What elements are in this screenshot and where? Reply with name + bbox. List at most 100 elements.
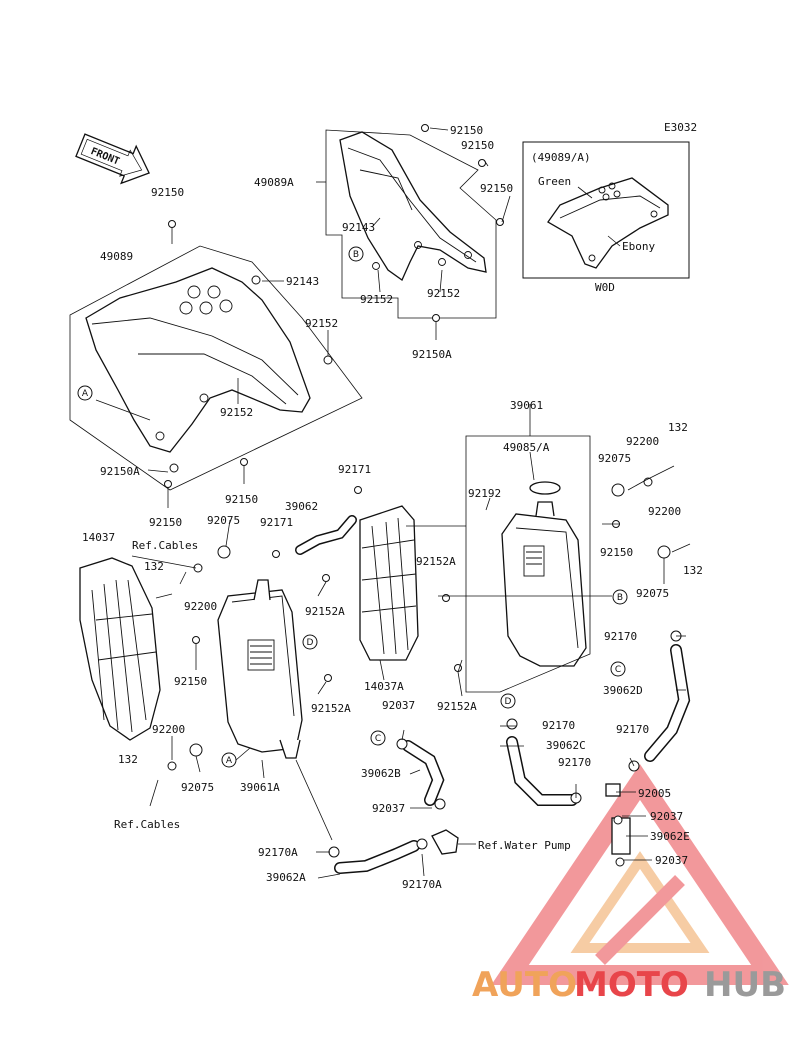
part-label: 92152 [305,317,338,330]
ref-cables-top: Ref.Cables [132,539,198,552]
part-label: 92150 [151,186,184,199]
part-label: 92152A [437,700,477,713]
part-label: 49089 [100,250,133,263]
svg-text:B: B [617,593,623,603]
part-label: 39061A [240,781,280,794]
svg-text:MOTO: MOTO [574,965,689,1005]
callout-d-hose: D [500,693,516,709]
part-label: 92037 [372,802,405,815]
part-label: 92037 [655,854,688,867]
part-label: 92150 [149,516,182,529]
part-label: 92170 [604,630,637,643]
part-label: 39062C [546,739,586,752]
callout-c-hose: C [370,730,386,746]
part-label: 92150 [480,182,513,195]
part-label: 92075 [207,514,240,527]
part-label: 92152A [305,605,345,618]
part-label: 14037 [82,531,115,544]
radiator-39061 [465,435,591,693]
radiator-guard-14037a [359,505,419,661]
svg-text:C: C [615,665,621,675]
part-label: 92171 [260,516,293,529]
svg-text:A: A [226,756,233,766]
svg-text:C: C [375,734,381,744]
shroud-49089a [325,129,497,319]
svg-text:AUTO: AUTO [472,965,577,1005]
callout-a-bottom: A [221,752,237,768]
color-inset-box: (49089/A) Green Ebony W0D [522,141,690,294]
part-label: 92143 [342,221,375,234]
part-label: 92150 [461,139,494,152]
part-label: 92152A [311,702,351,715]
svg-text:A: A [82,389,89,399]
part-label: 39062B [361,767,401,780]
callout-c-right: C [610,661,626,677]
radiator-39061a [217,579,303,759]
part-label: 92152 [220,406,253,419]
ref-water-pump: Ref.Water Pump [478,839,571,852]
callout-a-left: A [77,385,93,401]
part-label: 92170 [542,719,575,732]
part-label: 39062D [603,684,643,697]
fasteners [164,124,682,867]
part-label: 132 [144,560,164,573]
radiator-guard-14037 [79,557,161,741]
svg-text:D: D [307,638,314,648]
part-label: 92200 [626,435,659,448]
inset-title: (49089/A) [531,151,591,164]
part-label: 39062 [285,500,318,513]
part-label: 92150 [225,493,258,506]
svg-text:B: B [353,250,359,260]
part-label: 92200 [184,600,217,613]
part-label: 92037 [382,699,415,712]
part-label: 92152 [360,293,393,306]
part-label: 132 [683,564,703,577]
leader-lines [95,127,691,879]
part-label: 92192 [468,487,501,500]
part-label: 39062E [650,830,690,843]
part-label: 92200 [152,723,185,736]
part-label: 92170A [258,846,298,859]
part-label: 92075 [598,452,631,465]
part-label: 14037A [364,680,404,693]
part-label: 92075 [636,587,669,600]
part-label: 92170 [616,723,649,736]
part-label: 92143 [286,275,319,288]
part-label: 132 [118,753,138,766]
part-label: 92152 [427,287,460,300]
part-label: 39061 [510,399,543,412]
part-label: 92150A [412,348,452,361]
callout-d-radiator: D [302,634,318,650]
part-label: 92037 [650,810,683,823]
part-label: 92005 [638,787,671,800]
part-label: 92171 [338,463,371,476]
part-label: 39062A [266,871,306,884]
svg-text:HUB: HUB [704,965,786,1005]
part-label: 132 [668,421,688,434]
front-arrow-icon: FRONT [75,133,150,185]
callout-b-top: B [348,246,364,262]
diagram-code: E3032 [664,121,697,134]
inset-footer: W0D [595,281,615,294]
inset-color-ebony: Ebony [622,240,655,253]
watermark-text: AUTO MOTO HUB [472,965,786,1005]
part-label: 92170 [558,756,591,769]
part-label: 92150 [450,124,483,137]
watermark-logo [491,764,789,985]
inset-color-green: Green [538,175,571,188]
part-label: 92150 [174,675,207,688]
part-label: 49089A [254,176,294,189]
part-label: 92075 [181,781,214,794]
part-label: 49085/A [503,441,550,454]
part-label: 92200 [648,505,681,518]
part-label: 92150A [100,465,140,478]
ref-cables-bottom: Ref.Cables [114,818,180,831]
hoses [295,515,691,874]
part-label: 92152A [416,555,456,568]
svg-text:D: D [505,697,512,707]
callout-b-right: B [612,589,628,605]
part-label: 92150 [600,546,633,559]
part-label: 92170A [402,878,442,891]
